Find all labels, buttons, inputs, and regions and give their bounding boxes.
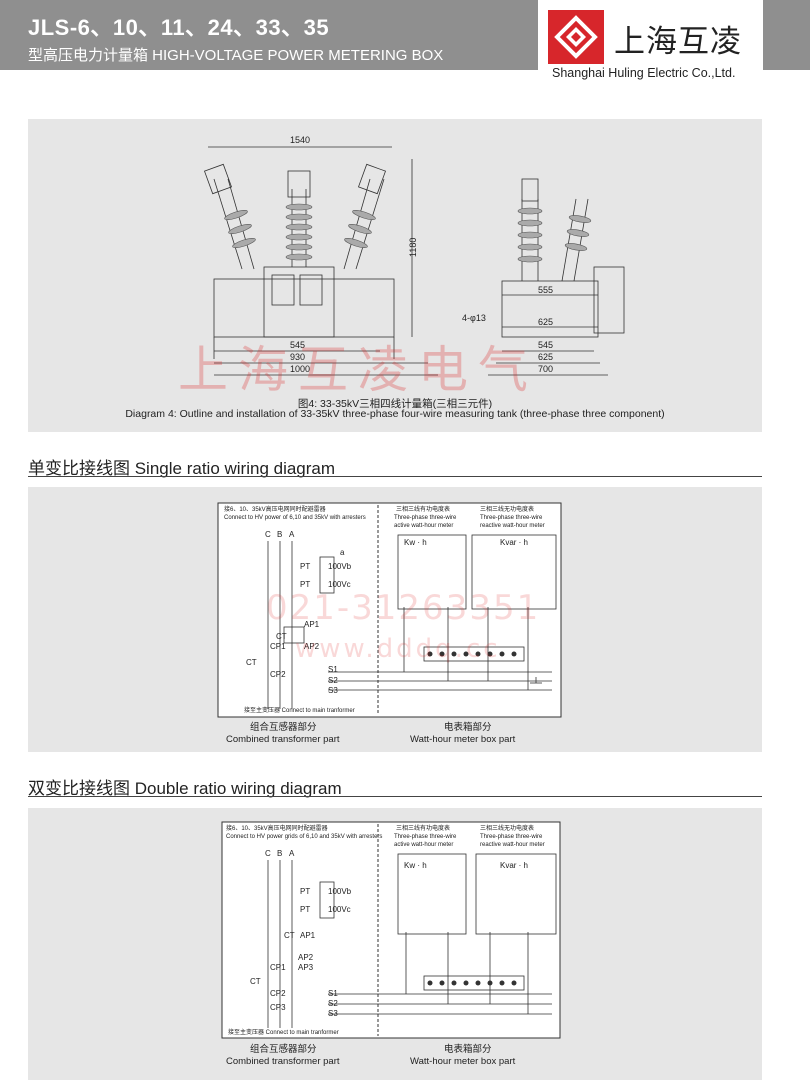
single-pt1: PT: [300, 562, 310, 571]
single-ap2: AP2: [304, 642, 320, 651]
single-cp1: CP1: [270, 642, 286, 651]
double-phase-a: A: [289, 849, 295, 858]
outline-drawing: 1540 1180 545 930 1000 555 625 4-φ13 545…: [203, 135, 625, 376]
dim-hole: 4-φ13: [462, 313, 486, 323]
single-left-label-en: Combined transformer part: [226, 734, 340, 745]
double-ct-left: CT: [250, 977, 261, 986]
double-right-label-en: Watt-hour meter box part: [410, 1056, 516, 1067]
phase-b: B: [277, 530, 282, 539]
double-bottom-note: 接至主变压器 Connect to main tranformer: [228, 1028, 339, 1036]
double-phase-b: B: [277, 849, 282, 858]
double-left-label-cn: 组合互感器部分: [250, 1043, 317, 1055]
double-ct-top: CT: [284, 931, 295, 940]
single-100vb: 100Vb: [328, 562, 352, 571]
double-meter1-en1: Three-phase three-wire: [394, 834, 457, 840]
double-kvarh-label: Kvar · h: [500, 861, 528, 870]
double-ap1: AP1: [300, 931, 316, 940]
page-header: JLS-6、10、11、24、33、35 型高压电力计量箱 HIGH-VOLTA…: [0, 0, 810, 88]
single-ratio-diagram: 接6、10、35kV高压电网同时配避雷器 Connect to HV power…: [217, 502, 562, 745]
dim-625b: 625: [538, 352, 553, 362]
dim-1000: 1000: [290, 364, 310, 374]
dim-1180: 1180: [408, 238, 418, 257]
dim-930: 930: [290, 352, 305, 362]
dim-545: 545: [290, 340, 305, 350]
single-cp2: CP2: [270, 670, 286, 679]
single-a-label: a: [340, 548, 345, 557]
brand-name-en: Shanghai Huling Electric Co.,Ltd.: [552, 66, 736, 80]
double-s2: S2: [328, 999, 338, 1008]
double-meter2-cn: 三相三线无功电度表: [480, 824, 534, 832]
double-meter2-en1: Three-phase three-wire: [480, 834, 543, 840]
outline-drawing-panel: [28, 119, 762, 432]
phase-a: A: [289, 530, 295, 539]
single-100vc: 100Vc: [328, 580, 351, 589]
single-ct-top: CT: [276, 632, 287, 641]
brand-name-cn: 上海互凌: [614, 24, 742, 60]
double-s3: S3: [328, 1009, 338, 1018]
double-pt1: PT: [300, 887, 310, 896]
figure-caption-en: Diagram 4: Outline and installation of 3…: [125, 408, 665, 420]
single-ct-left: CT: [246, 658, 257, 667]
double-meter1-en2: active watt-hour meter: [394, 842, 453, 848]
double-ratio-title: 双变比接线图 Double ratio wiring diagram: [28, 779, 342, 798]
double-top-note-cn: 接6、10、35kV高压电网同时配避雷器: [226, 824, 328, 832]
single-ap1: AP1: [304, 620, 320, 629]
single-meter2-en1: Three-phase three-wire: [480, 515, 543, 521]
double-pt2: PT: [300, 905, 310, 914]
double-ap2: AP2: [298, 953, 314, 962]
single-s2: S2: [328, 676, 338, 685]
dim-625a: 625: [538, 317, 553, 327]
double-meter2-en2: reactive watt-hour meter: [480, 842, 545, 848]
figure-caption-cn: 图4: 33-35kV三相四线计量箱(三相三元件): [297, 398, 493, 410]
single-kwh-label: Kw · h: [404, 538, 427, 547]
double-right-label-cn: 电表箱部分: [444, 1043, 492, 1055]
double-cp1: CP1: [270, 963, 286, 972]
single-meter2-en2: reactive watt-hour meter: [480, 523, 545, 529]
dim-555: 555: [538, 285, 553, 295]
double-meter1-cn: 三相三线有功电度表: [396, 824, 450, 832]
double-s1: S1: [328, 989, 338, 998]
single-s3: S3: [328, 686, 338, 695]
double-kwh-label: Kw · h: [404, 861, 427, 870]
double-cp3: CP3: [270, 1003, 286, 1012]
single-right-label-cn: 电表箱部分: [444, 721, 492, 733]
double-ratio-rule: [28, 796, 762, 797]
single-right-label-en: Watt-hour meter box part: [410, 734, 516, 745]
single-ratio-title: 单变比接线图 Single ratio wiring diagram: [28, 459, 336, 478]
single-meter1-en1: Three-phase three-wire: [394, 515, 457, 521]
product-subtitle: 型高压电力计量箱 HIGH-VOLTAGE POWER METERING BOX: [28, 47, 444, 64]
dim-700: 700: [538, 364, 553, 374]
double-100vc: 100Vc: [328, 905, 351, 914]
phase-c: C: [265, 530, 271, 539]
single-top-note-cn: 接6、10、35kV高压电网同时配避雷器: [224, 505, 326, 513]
double-phase-c: C: [265, 849, 271, 858]
single-s1: S1: [328, 665, 338, 674]
double-100vb: 100Vb: [328, 887, 352, 896]
single-top-note-en: Connect to HV power of 6,10 and 35kV wit…: [224, 515, 366, 521]
double-left-label-en: Combined transformer part: [226, 1056, 340, 1067]
single-ratio-rule: [28, 476, 762, 477]
double-top-note-en: Connect to HV power grids of 6,10 and 35…: [226, 834, 382, 840]
single-meter1-en2: active watt-hour meter: [394, 523, 453, 529]
single-meter2-cn: 三相三线无功电度表: [480, 505, 534, 513]
dim-545-side: 545: [538, 340, 553, 350]
single-pt2: PT: [300, 580, 310, 589]
double-cp2: CP2: [270, 989, 286, 998]
single-kvarh-label: Kvar · h: [500, 538, 528, 547]
single-meter1-cn: 三相三线有功电度表: [396, 505, 450, 513]
double-ap3: AP3: [298, 963, 314, 972]
product-model-title: JLS-6、10、11、24、33、35: [28, 15, 330, 40]
brand-logo-icon: [548, 10, 604, 64]
single-bottom-note: 接至主变压器 Connect to main tranformer: [244, 706, 355, 714]
dim-1540: 1540: [290, 135, 310, 145]
single-left-label-cn: 组合互感器部分: [250, 721, 317, 733]
double-ratio-diagram: 接6、10、35kV高压电网同时配避雷器 Connect to HV power…: [221, 821, 561, 1067]
